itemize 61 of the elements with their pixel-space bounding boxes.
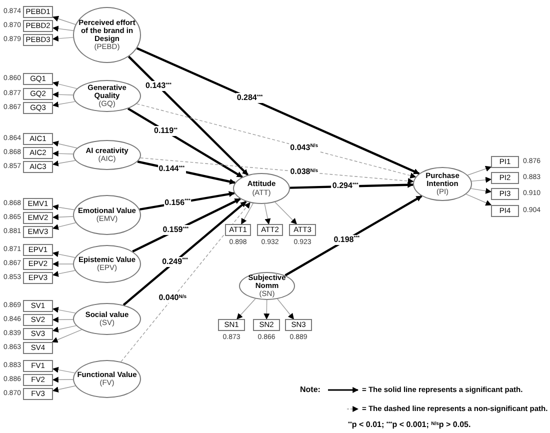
path-coefficient: 0.144$^{***}$	[158, 164, 186, 174]
loading-arrow	[274, 202, 297, 224]
loading-arrow	[471, 176, 492, 183]
path-arrow	[127, 108, 243, 178]
loading-arrow	[52, 92, 74, 98]
loading-arrow	[52, 140, 78, 148]
path-arrow	[120, 202, 250, 362]
loading-arrow	[264, 204, 271, 225]
loading-arrow	[467, 166, 492, 176]
path-arrow	[122, 200, 247, 306]
loading-arrow	[52, 204, 75, 210]
path-arrow	[136, 47, 420, 175]
loading-arrow	[52, 329, 82, 343]
significance-footnote: $^{**}$p < 0.01; $^{***}$p < 0.001; $^{N/s}$p > 0.05.	[348, 420, 471, 430]
loading-arrow	[52, 214, 74, 220]
path-arrow	[136, 103, 416, 178]
path-coefficient: 0.119$^{**}$	[153, 126, 178, 136]
loading-arrow	[52, 150, 74, 157]
loading-arrow	[52, 261, 74, 267]
loading-arrow	[241, 202, 254, 225]
path-coefficient: 0.159$^{***}$	[162, 225, 190, 236]
path-coefficient: 0.294$^{***}$	[331, 181, 360, 192]
loading-arrow	[264, 300, 270, 320]
construct-ellipse	[73, 303, 141, 335]
path-coefficient: 0.040$^{N/s}$	[158, 293, 188, 304]
path-arrow	[284, 195, 422, 276]
construct-ellipse	[413, 167, 472, 201]
path-coefficient: 0.143$^{***}$	[144, 81, 172, 92]
loading-arrow	[52, 366, 76, 374]
path-coefficient: 0.038$^{N/s}$	[289, 167, 320, 178]
path-arrow	[128, 56, 249, 176]
path-coefficient: 0.198$^{***}$	[332, 234, 361, 245]
path-coefficient: 0.156$^{***}$	[164, 198, 192, 208]
loading-arrow	[52, 270, 76, 277]
loading-arrow	[52, 325, 76, 333]
loading-arrow	[236, 298, 256, 320]
loading-arrow	[52, 376, 74, 383]
path-coefficient: 0.043$^{N/s}$	[289, 142, 319, 153]
loading-arrow	[52, 222, 76, 230]
loading-arrow	[52, 316, 74, 323]
loading-arrow	[466, 194, 492, 206]
loading-arrow	[52, 36, 74, 42]
loading-arrow	[52, 160, 76, 166]
loading-arrow	[52, 251, 76, 258]
construct-ellipse	[233, 173, 290, 204]
construct-ellipse	[73, 140, 141, 170]
path-arrow	[140, 158, 414, 184]
construct-ellipse	[73, 245, 141, 283]
loading-arrow	[277, 298, 294, 320]
loading-arrow	[52, 16, 76, 25]
note-heading: Note:	[300, 385, 320, 395]
loading-arrow	[52, 26, 74, 32]
path-coefficient: 0.249$^{***}$	[161, 256, 189, 267]
construct-ellipse	[239, 272, 295, 300]
loading-arrow	[52, 306, 76, 314]
path-coefficient: 0.284$^{***}$	[236, 93, 264, 104]
loading-arrow	[470, 188, 492, 194]
loading-arrow	[52, 386, 76, 393]
loading-arrow	[52, 101, 76, 108]
construct-ellipse	[73, 80, 141, 112]
loading-arrow	[52, 81, 78, 89]
